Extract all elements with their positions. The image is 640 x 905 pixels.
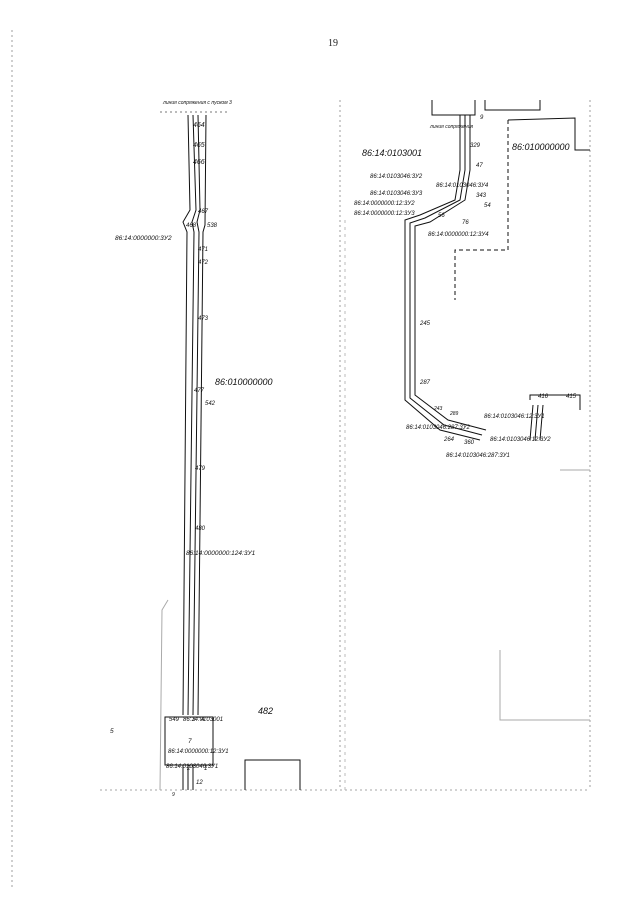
right-map-label: 86:14:0000000:12:3У3 xyxy=(354,211,415,217)
left-map-label: 471 xyxy=(198,247,208,253)
right-map-label: 86:14:0103046:3У3 xyxy=(370,191,423,197)
right-map-label: 86:14:0103046:3У4 xyxy=(436,183,489,189)
left-map-label: 479 xyxy=(195,466,206,472)
left-map-label: 1 xyxy=(204,766,207,772)
right-map-label: 86:14:0103046:12:3У1 xyxy=(484,414,545,420)
left-map-label: 86:14:0103046:3У1 xyxy=(166,764,218,770)
right-map-label: 47 xyxy=(476,163,483,169)
left-map-label: 86:14:0000000:12:3У1 xyxy=(168,749,229,755)
right-map-label: 9 xyxy=(480,115,484,121)
left-map-label: 2 xyxy=(186,766,191,772)
left-map-label: 12 xyxy=(196,780,203,786)
right-map-label: 245 xyxy=(419,321,431,327)
left-map-label: 466 xyxy=(193,159,205,166)
left-map-label: 538 xyxy=(207,223,218,229)
right-map-label: 86:14:0000000:12:3У4 xyxy=(428,232,489,238)
left-map-label: 4 xyxy=(201,717,205,723)
right-map-label: линия сопряжения xyxy=(429,124,473,130)
left-map-label: 468 xyxy=(186,223,197,229)
right-map-label: 86:010000000 xyxy=(512,142,570,152)
right-map-label: 86:14:0103046:3У2 xyxy=(370,174,423,180)
left-map-label: 549 xyxy=(169,717,180,723)
left-map-label: 86:14:0000000:124:3У1 xyxy=(186,550,256,557)
left-map-label: 473 xyxy=(198,316,209,322)
right-map-label: 243 xyxy=(433,406,443,412)
right-map-label: 86:14:0103046:12:3У2 xyxy=(490,437,551,443)
right-map-label: 289 xyxy=(449,411,459,417)
right-map-label: 76 xyxy=(462,220,469,226)
left-sheet-labels: линия сопряжения с пуском 3 464 465 466 467 4… xyxy=(110,100,273,798)
left-map-label: 477 xyxy=(194,388,205,394)
left-map-label: линия сопряжения с пуском 3 xyxy=(162,100,232,106)
right-map-label: 86:14:0103001 xyxy=(362,148,422,158)
left-map-label: 7 xyxy=(188,738,192,745)
right-map-label: 416 xyxy=(538,394,549,400)
left-map-label: 86:14:0000000:3У2 xyxy=(115,235,172,242)
right-sheet-labels: 9 линия сопряжения 329 86:14:0103001 86:0100… xyxy=(354,115,577,459)
right-map-label: 329 xyxy=(470,143,481,149)
right-map-label: 86:14:0000000:12:3У2 xyxy=(354,201,415,207)
left-map-label: 5 xyxy=(110,728,114,735)
right-corridor xyxy=(344,100,590,790)
sheet-borders xyxy=(11,30,591,890)
left-map-label: 542 xyxy=(205,401,216,407)
right-map-label: 287 xyxy=(419,380,431,386)
right-map-label: 86:14:0103046:287:3У2 xyxy=(406,425,471,431)
right-map-label: 54 xyxy=(484,203,491,209)
right-map-label: 343 xyxy=(476,193,487,199)
left-map-label: 482 xyxy=(258,706,273,716)
right-map-label: 360 xyxy=(464,440,475,446)
left-map-label: 467 xyxy=(198,209,209,215)
page-number: 19 xyxy=(328,38,338,49)
left-corridor xyxy=(159,111,301,791)
right-map-label: 86:14:0103046:287:3У1 xyxy=(446,453,510,459)
right-map-label: 56 xyxy=(438,213,445,219)
left-map-label: 86:010000000 xyxy=(215,377,273,387)
left-map-label: 3 xyxy=(192,717,196,723)
left-map-label: 472 xyxy=(198,260,209,266)
left-map-label: 464 xyxy=(193,122,205,129)
left-map-label: 9 xyxy=(172,792,175,798)
right-map-label: 415 xyxy=(566,394,577,400)
left-map-label: 480 xyxy=(195,526,206,532)
right-map-label: 264 xyxy=(443,437,455,443)
left-map-label: 465 xyxy=(193,142,205,149)
left-map-label: 86:14:0103001 xyxy=(183,717,223,723)
